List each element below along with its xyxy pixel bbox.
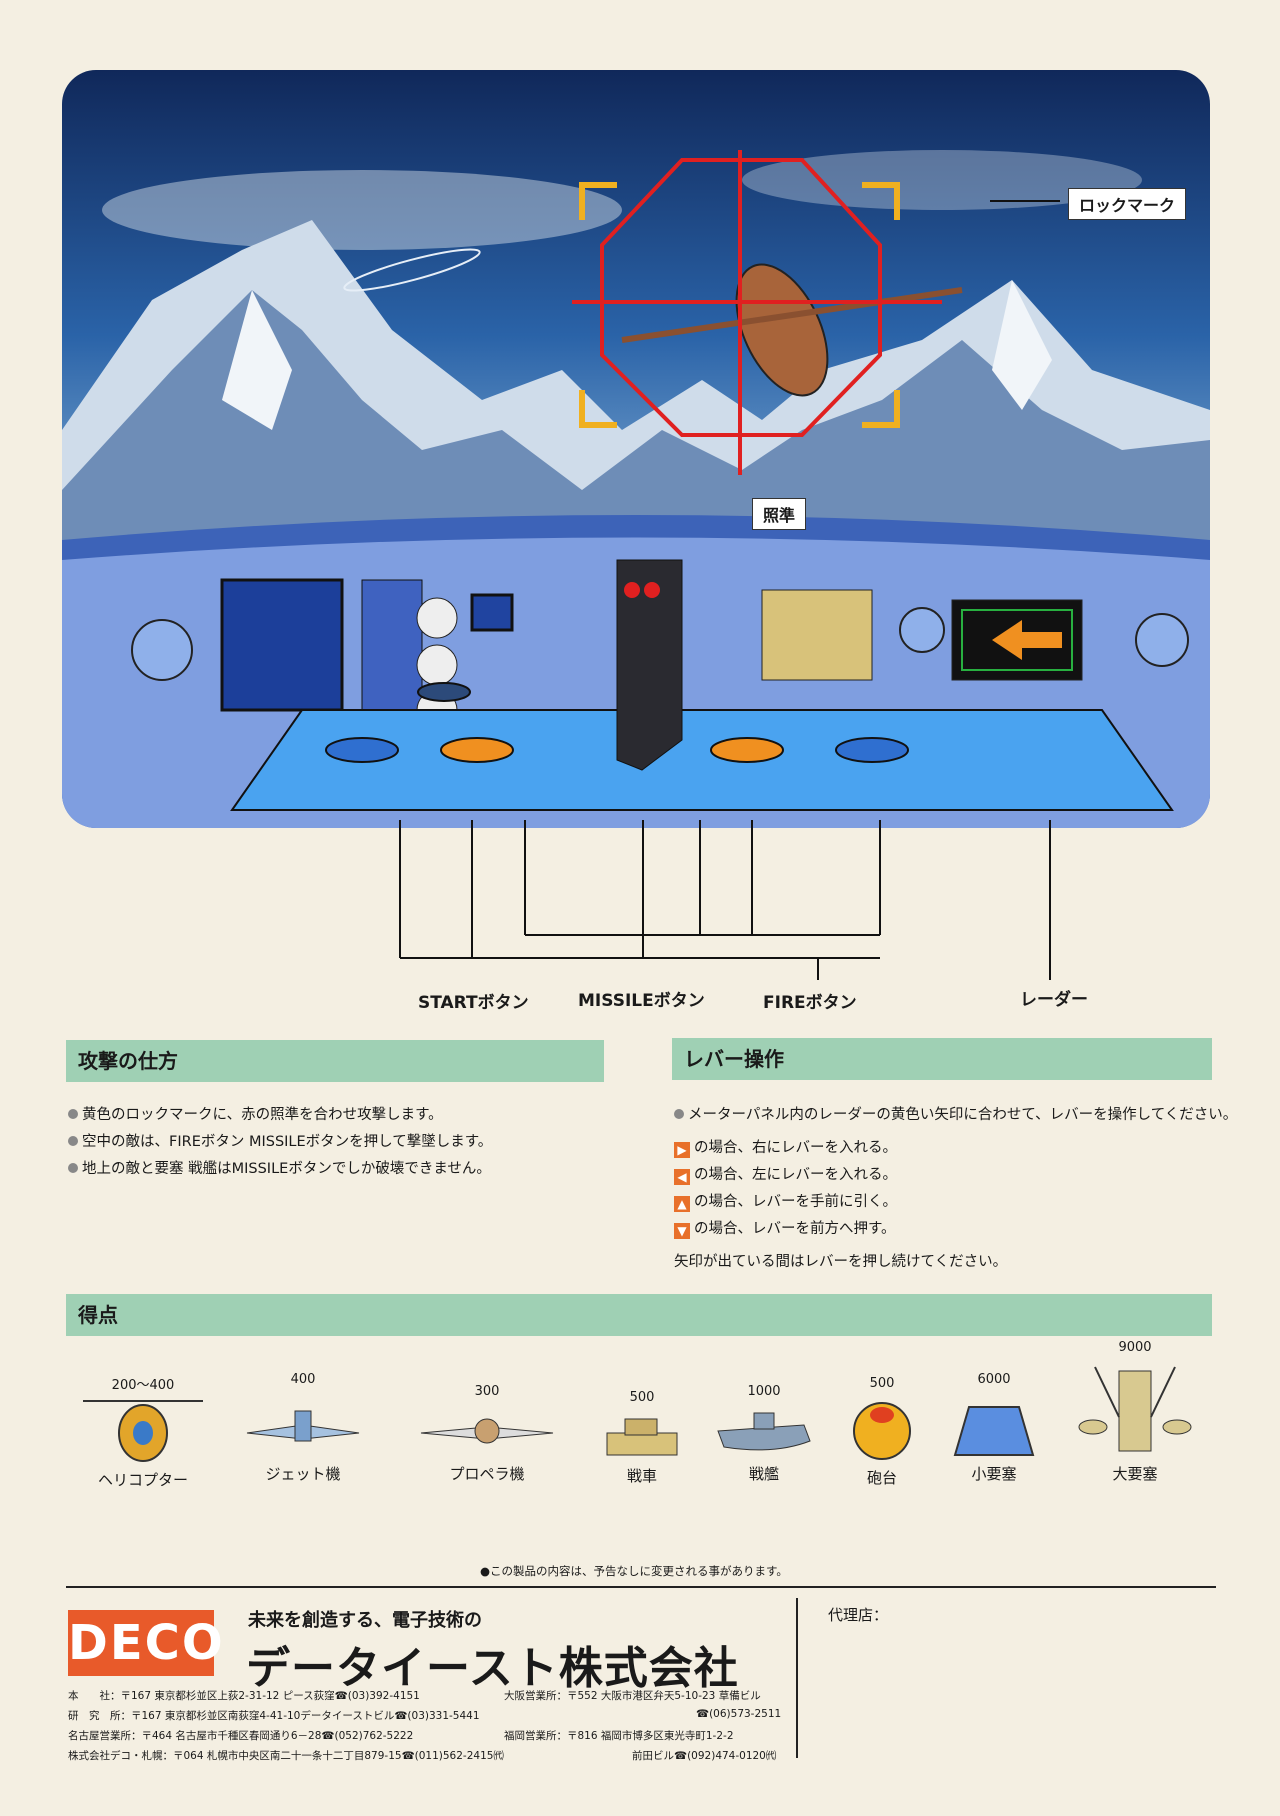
lever-item: ▼の場合、レバーを前方へ押す。 bbox=[674, 1216, 1237, 1243]
score-heading: 得点 bbox=[66, 1294, 1212, 1336]
button-leader-lines bbox=[399, 820, 1051, 980]
radar-label: レーダー bbox=[1020, 990, 1088, 1010]
company-name: データイースト株式会社 bbox=[246, 1643, 739, 1694]
crosshair-label: 照準 bbox=[752, 498, 807, 530]
helicopter-icon bbox=[83, 1400, 203, 1462]
attack-list: 黄色のロックマークに、赤の照準を合わせ攻撃します。 空中の敵は、FIREボタン … bbox=[68, 1102, 492, 1183]
office-address: 研 究 所：〒167 東京都杉並区南荻窪4-41-10データイーストビル☎(03… bbox=[68, 1710, 480, 1722]
enemy-helicopter: 200～400 ヘリコプター bbox=[68, 1374, 218, 1490]
down-arrow-icon: ▼ bbox=[674, 1223, 690, 1239]
enemy-tank: 500 戦車 bbox=[567, 1390, 717, 1486]
fire-button-label: FIREボタン bbox=[763, 993, 857, 1013]
turret-icon bbox=[853, 1402, 911, 1460]
battleship-icon bbox=[717, 1412, 811, 1451]
left-arrow-icon: ◀ bbox=[674, 1169, 690, 1185]
enemy-propeller-plane: 300 プロペラ機 bbox=[412, 1384, 562, 1484]
company-tagline: 未来を創造する、電子技術の bbox=[248, 1610, 482, 1631]
office-address: 株式会社デコ・札幌：〒064 札幌市中央区南二十一条十二丁目879-15☎(01… bbox=[68, 1750, 504, 1762]
lever-intro: メーターパネル内のレーダーの黄色い矢印に合わせて、レバーを操作してください。 bbox=[674, 1102, 1237, 1129]
office-address: 福岡営業所：〒816 福岡市博多区東光寺町1-2-2 bbox=[504, 1730, 734, 1742]
lever-item: ▲の場合、レバーを手前に引く。 bbox=[674, 1189, 1237, 1216]
enemy-large-fortress: 9000 大要塞 bbox=[1060, 1340, 1210, 1484]
attack-item: 空中の敵は、FIREボタン MISSILEボタンを押して撃墜します。 bbox=[68, 1129, 492, 1156]
enemy-battleship: 1000 戦艦 bbox=[689, 1384, 839, 1484]
bullet-icon bbox=[68, 1136, 78, 1146]
attack-item: 地上の敵と要塞 戦艦はMISSILEボタンでしか破壊できません。 bbox=[68, 1156, 492, 1183]
bullet-icon bbox=[68, 1109, 78, 1119]
start-button-label: STARTボタン bbox=[418, 993, 529, 1013]
lever-heading: レバー操作 bbox=[672, 1038, 1212, 1080]
lock-mark-label: ロックマーク bbox=[1068, 188, 1187, 220]
notice-text: ●この製品の内容は、予告なしに変更される事があります。 bbox=[480, 1564, 788, 1578]
bullet-icon bbox=[674, 1109, 684, 1119]
tank-icon bbox=[606, 1418, 678, 1456]
propeller-plane-icon bbox=[420, 1418, 554, 1444]
attack-item: 黄色のロックマークに、赤の照準を合わせ攻撃します。 bbox=[68, 1102, 492, 1129]
agent-divider bbox=[796, 1598, 798, 1758]
enemy-turret: 500 砲台 bbox=[807, 1376, 957, 1488]
footer-divider bbox=[66, 1586, 1216, 1588]
bullet-icon bbox=[68, 1163, 78, 1173]
enemy-jet: 400 ジェット機 bbox=[228, 1372, 378, 1484]
office-address: 大阪営業所：〒552 大阪市港区弁天5-10-23 草備ビル bbox=[504, 1690, 761, 1702]
small-fortress-icon bbox=[953, 1406, 1035, 1456]
office-address: 前田ビル☎(092)474-0120㈹ bbox=[632, 1750, 777, 1762]
office-address: ☎(06)573-2511 bbox=[696, 1708, 782, 1720]
right-arrow-icon: ▶ bbox=[674, 1142, 690, 1158]
large-fortress-icon bbox=[1078, 1366, 1192, 1452]
lever-list: メーターパネル内のレーダーの黄色い矢印に合わせて、レバーを操作してください。 ▶… bbox=[674, 1102, 1237, 1276]
office-address: 名古屋営業所：〒464 名古屋市千種区春岡通り6－28☎(052)762-522… bbox=[68, 1730, 414, 1742]
attack-heading: 攻撃の仕方 bbox=[66, 1040, 604, 1082]
lever-item: ◀の場合、左にレバーを入れる。 bbox=[674, 1162, 1237, 1189]
agent-label: 代理店： bbox=[828, 1606, 889, 1624]
lever-note: 矢印が出ている間はレバーを押し続けてください。 bbox=[674, 1254, 1008, 1270]
enemy-small-fortress: 6000 小要塞 bbox=[919, 1372, 1069, 1484]
jet-icon bbox=[246, 1410, 360, 1442]
up-arrow-icon: ▲ bbox=[674, 1196, 690, 1212]
lever-item: ▶の場合、右にレバーを入れる。 bbox=[674, 1135, 1237, 1162]
lock-mark-leader-line bbox=[990, 200, 1060, 202]
missile-button-label: MISSILEボタン bbox=[578, 991, 705, 1011]
office-address: 本 社：〒167 東京都杉並区上荻2-31-12 ピース荻窪☎(03)392-4… bbox=[68, 1690, 420, 1702]
deco-logo: DECO bbox=[68, 1610, 223, 1676]
cockpit-illustration bbox=[62, 70, 1210, 828]
